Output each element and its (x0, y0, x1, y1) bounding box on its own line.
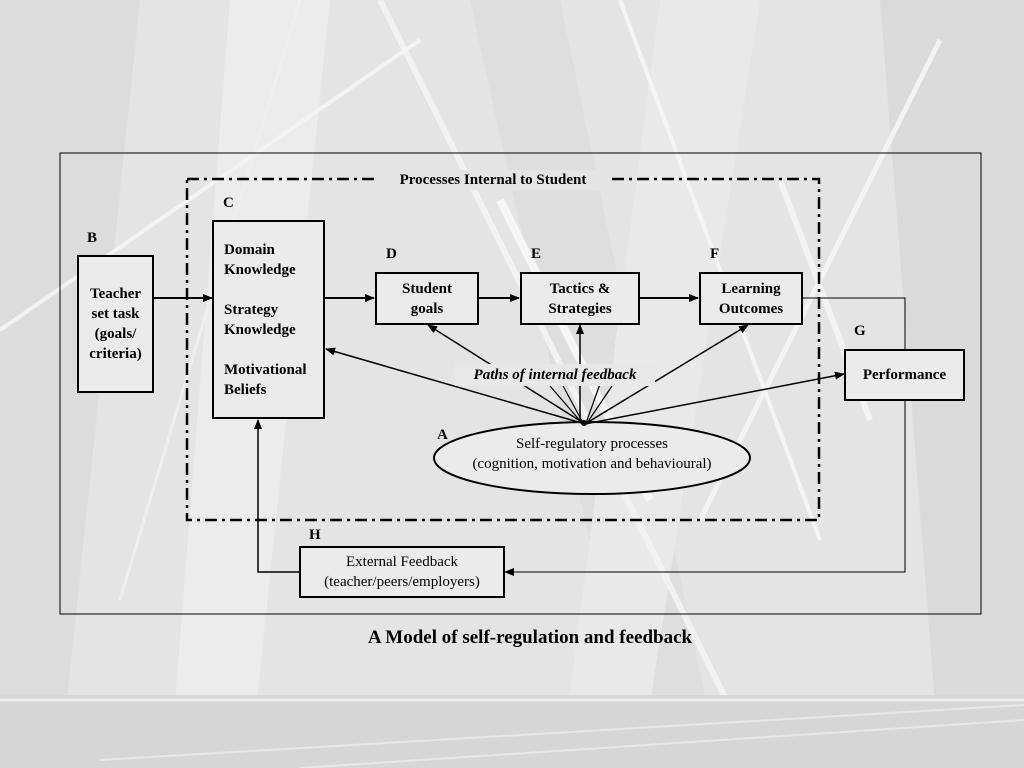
node-letter-f: F (710, 246, 720, 262)
teacher-task-line-4: criteria) (89, 346, 142, 362)
learning-outcomes-box: Learning Outcomes (699, 272, 803, 325)
arrow-hub-to-outcomes (584, 324, 749, 425)
knowledge-beliefs-box: Domain Knowledge Strategy Knowledge Moti… (212, 220, 325, 419)
tactics-line-2: Strategies (548, 300, 612, 317)
teacher-task-line-2: set task (91, 306, 140, 322)
performance-label: Performance (862, 367, 947, 383)
outer-frame (59, 152, 982, 615)
node-letter-d: D (386, 246, 397, 262)
outcomes-line-1: Learning (721, 280, 781, 297)
domain-knowledge-line-1: Domain (224, 241, 275, 258)
teacher-task-box: Teacher set task (goals/ criteria) (77, 255, 154, 393)
strategy-knowledge-line-1: Strategy (224, 301, 279, 318)
student-goals-line-2: goals (410, 300, 444, 317)
strategy-knowledge-line-2: Knowledge (224, 321, 296, 338)
student-goals-box: Student goals (375, 272, 479, 325)
arrow-feedback-to-knowledge (254, 419, 299, 573)
external-feedback-box: External Feedback (teacher/peers/employe… (299, 546, 505, 598)
arrow-hub-to-knowledge (325, 347, 586, 425)
connector-outcomes-to-performance (802, 297, 906, 350)
external-feedback-line-1: External Feedback (345, 554, 459, 570)
self-regulatory-line-1: Self-regulatory processes (515, 436, 669, 452)
internal-frame-label: Processes Internal to Student (399, 172, 587, 188)
node-letter-c: C (223, 195, 234, 211)
motivational-beliefs-line-2: Beliefs (224, 381, 267, 398)
node-letter-h: H (309, 527, 321, 543)
self-regulatory-label: Self-regulatory processes (cognition, mo… (434, 434, 750, 474)
node-letter-e: E (531, 246, 542, 262)
performance-box: Performance (844, 349, 965, 401)
domain-knowledge-line-2: Knowledge (224, 261, 296, 278)
teacher-task-line-1: Teacher (89, 286, 142, 302)
tactics-strategies-box: Tactics & Strategies (520, 272, 640, 325)
self-regulatory-line-2: (cognition, motivation and behavioural) (472, 456, 712, 472)
outcomes-line-2: Outcomes (718, 300, 784, 317)
arrow-performance-to-feedback (504, 400, 906, 576)
diagram-caption: A Model of self-regulation and feedback (367, 627, 693, 648)
node-letter-a: A (437, 427, 448, 443)
student-goals-line-1: Student (401, 280, 453, 297)
external-feedback-line-2: (teacher/peers/employers) (324, 574, 480, 590)
internal-processes-frame (185, 177, 821, 522)
teacher-task-line-3: (goals/ (94, 326, 137, 342)
motivational-beliefs-line-1: Motivational (224, 361, 307, 378)
node-letter-b: B (87, 230, 98, 246)
internal-feedback-paths-label: Paths of internal feedback (455, 364, 655, 386)
arrow-hub-to-performance (584, 371, 845, 425)
node-letter-g: G (854, 323, 866, 339)
tactics-line-1: Tactics & (549, 280, 611, 297)
